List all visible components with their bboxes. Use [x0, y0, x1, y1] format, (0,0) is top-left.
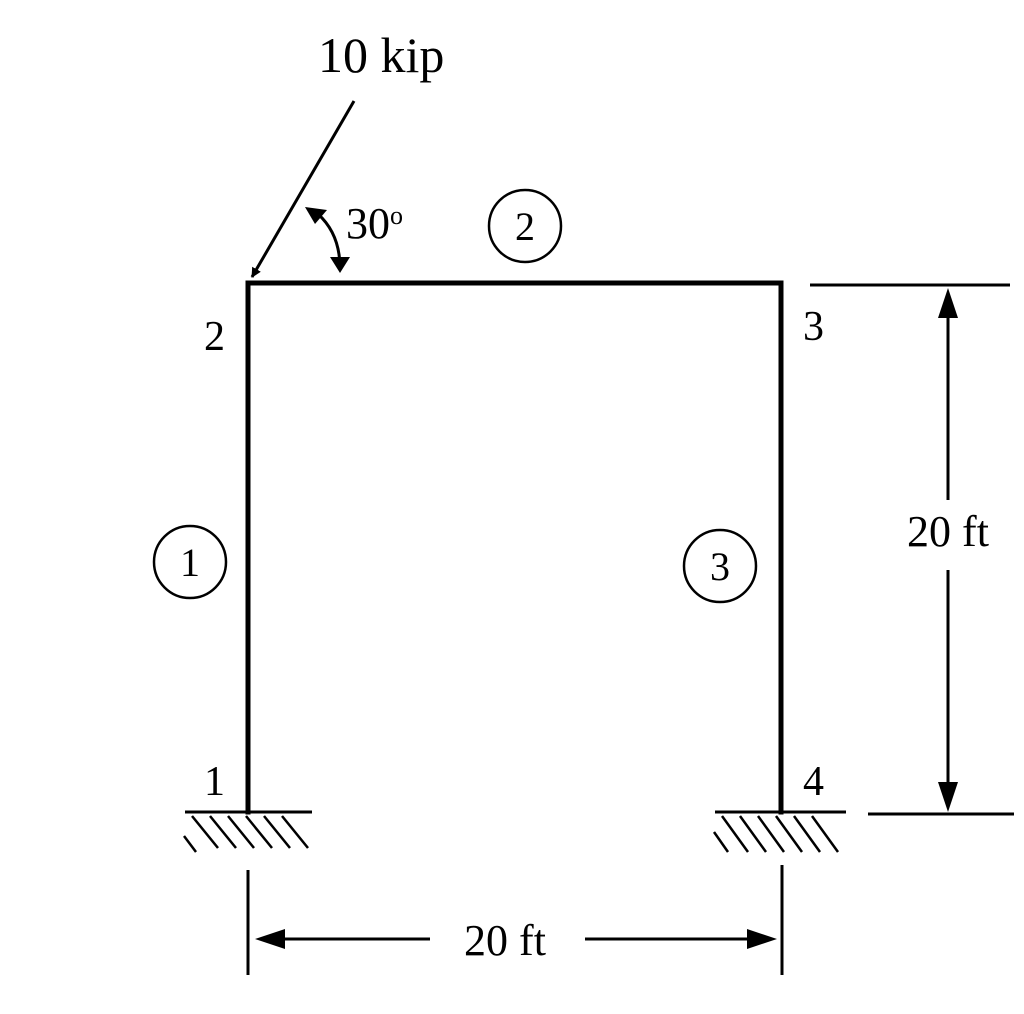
width-dimension-label: 20 ft [464, 916, 546, 965]
member-label-1: 1 [152, 524, 228, 600]
svg-text:1: 1 [180, 540, 200, 585]
node-label-1: 1 [204, 759, 225, 805]
svg-text:3: 3 [710, 544, 730, 589]
fixed-support-left [183, 810, 312, 853]
load-label: 10 kip [318, 27, 444, 83]
angle-arrowhead-bottom [330, 257, 350, 273]
angle-unit: o [390, 201, 403, 230]
member-label-2: 2 [487, 188, 563, 264]
height-dimension-label: 20 ft [907, 507, 989, 556]
angle-value: 30 [346, 199, 390, 248]
fixed-support-right [712, 810, 846, 853]
load-arrow [250, 100, 356, 278]
node-label-3: 3 [803, 304, 824, 350]
node-label-4: 4 [803, 759, 824, 805]
angle-label: 30o [346, 199, 403, 248]
node-label-2: 2 [204, 314, 225, 360]
member-label-3: 3 [682, 528, 758, 604]
angle-arrowhead-top [305, 207, 327, 224]
height-dimension [810, 283, 1014, 816]
svg-text:2: 2 [515, 204, 535, 249]
width-dimension [246, 865, 784, 975]
